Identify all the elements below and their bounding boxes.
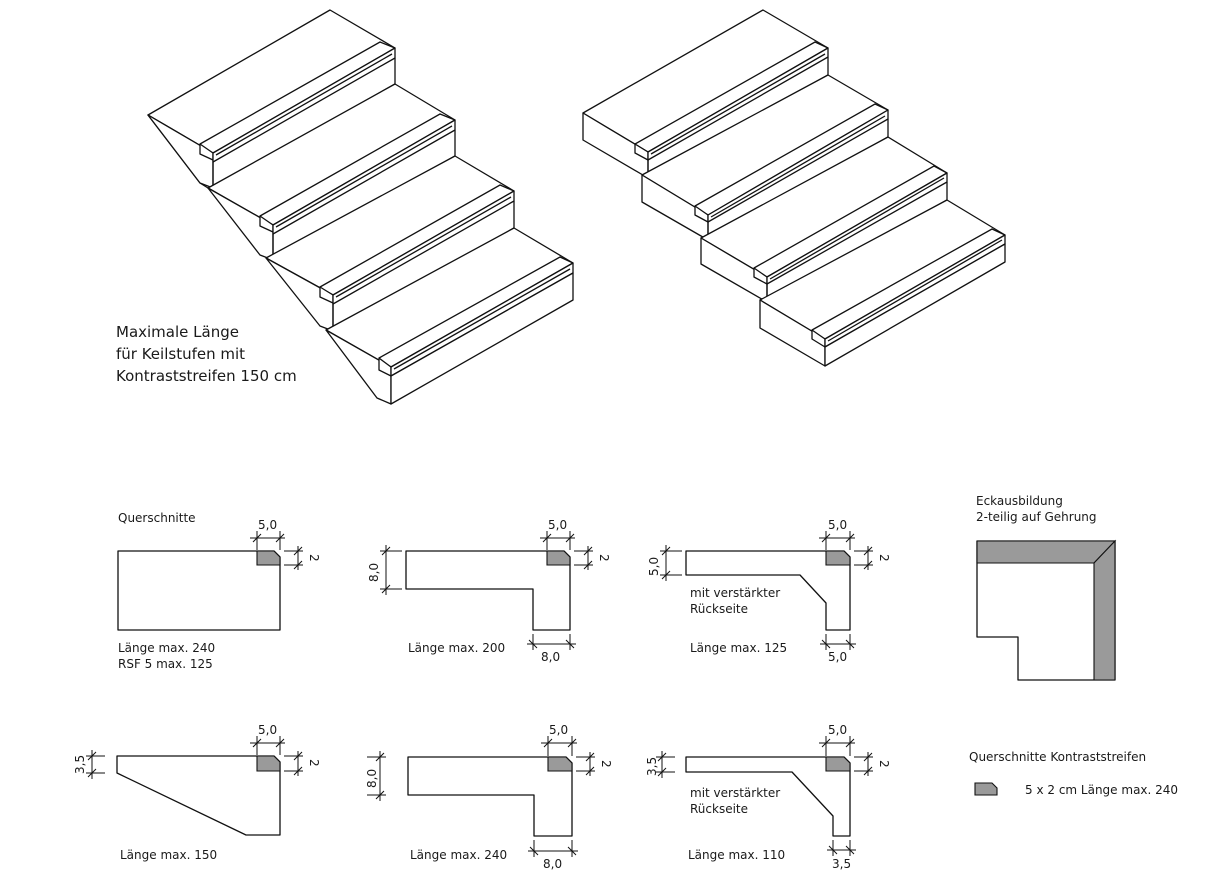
legend: Querschnitte Kontraststreifen 5 x 2 cm L… [969,750,1178,797]
dim-width [250,736,285,755]
dim-thickness [86,750,105,779]
section-label: Länge max. 240 [118,641,215,655]
dim-leg-value: 3,5 [832,857,851,871]
dim-strip-height: 2 [307,759,321,767]
dim-thickness-value: 5,0 [647,557,661,576]
dim-strip-h [284,751,303,776]
corner-strip-vertical [1093,539,1116,681]
dim-strip-width: 5,0 [548,518,567,532]
stair-caption-line-3: Kontraststreifen 150 cm [116,367,297,385]
dim-strip-height: 2 [307,554,321,562]
contrast-strip [825,756,851,772]
section-l-5-reinforced: 5,0 2 5,0 5,0 mit verstärkter Rückseite … [647,518,891,664]
contrast-strip-swatch-icon [974,782,998,796]
sections-title: Querschnitte [118,511,196,525]
block-step-4 [759,199,1006,367]
dim-strip-height: 2 [597,554,611,562]
corner-strip-horizontal [976,540,1117,564]
corner-miter-detail: Eckausbildung 2-teilig auf Gehrung [976,494,1117,681]
stair-caption-line-1: Maximale Länge [116,323,239,341]
dim-width [541,736,577,756]
dim-strip-width: 5,0 [258,518,277,532]
dim-leg-value: 8,0 [543,857,562,871]
section-note: mit verstärkter [690,786,780,800]
dim-strip-height: 2 [599,760,613,768]
wedge-stair-drawing [147,9,574,405]
dim-thickness [656,751,675,778]
dim-leg [820,634,856,650]
dim-strip-width: 5,0 [258,723,277,737]
section-note: mit verstärkter [690,586,780,600]
dim-strip-h [854,752,873,776]
stair-caption-line-2: für Keilstufen mit [116,345,245,363]
dim-thickness [367,751,386,801]
section-label: Länge max. 110 [688,848,785,862]
dim-width [250,531,285,550]
dim-strip-h [854,546,873,570]
dim-width [819,736,855,756]
section-label: Länge max. 125 [690,641,787,655]
section-l-3-5-reinforced: 5,0 2 3,5 3,5 mit verstärkter Rückseite … [645,723,891,871]
dim-strip-width: 5,0 [828,723,847,737]
section-note: Rückseite [690,602,748,616]
dim-strip-h [574,546,593,570]
dim-thickness-value: 8,0 [367,563,381,582]
wedge-step-4 [325,227,574,405]
contrast-strip [256,755,281,772]
wedge-step-2 [207,83,456,261]
dim-thickness [660,545,682,581]
block-step-2 [641,74,889,241]
section-label: RSF 5 max. 125 [118,657,213,671]
section-label: Länge max. 240 [410,848,507,862]
section-label: Länge max. 150 [120,848,217,862]
dim-leg-value: 8,0 [541,650,560,664]
legend-item: 5 x 2 cm Länge max. 240 [1025,783,1178,797]
corner-title-line-2: 2-teilig auf Gehrung [976,510,1097,524]
dim-width [540,531,575,550]
dim-strip-h [576,752,595,776]
wedge-step-1 [147,9,396,189]
block-stair-drawing [582,9,1006,367]
dim-leg-value: 5,0 [828,650,847,664]
contrast-strip [825,550,851,566]
dim-strip-width: 5,0 [828,518,847,532]
contrast-strip [546,550,571,566]
dim-thickness-value: 8,0 [365,769,379,788]
dim-strip-height: 2 [877,554,891,562]
block-step-1 [582,9,829,179]
dim-leg [827,840,856,856]
dim-leg [528,840,578,857]
dim-height [284,546,303,570]
contrast-strip [256,550,281,566]
dim-leg [527,634,576,650]
section-rect: 5,0 2 Länge max. 240 RSF 5 max. 125 [117,518,321,671]
section-l-8-240: 5,0 2 8,0 8,0 Länge max. 240 [365,723,613,871]
dim-thickness [380,545,402,595]
dim-thickness-value: 3,5 [645,757,659,776]
section-l-8: 5,0 2 8,0 8,0 Länge max. 200 [367,518,611,664]
dim-strip-width: 5,0 [549,723,568,737]
section-label: Länge max. 200 [408,641,505,655]
dim-width [819,531,855,550]
block-step-3 [700,136,948,303]
corner-title-line-1: Eckausbildung [976,494,1063,508]
legend-title: Querschnitte Kontraststreifen [969,750,1146,764]
dim-thickness-value: 3,5 [73,755,87,774]
dim-strip-height: 2 [877,760,891,768]
contrast-strip [547,756,573,772]
section-wedge: 5,0 2 3,5 Länge max. 150 [73,723,321,862]
section-note: Rückseite [690,802,748,816]
